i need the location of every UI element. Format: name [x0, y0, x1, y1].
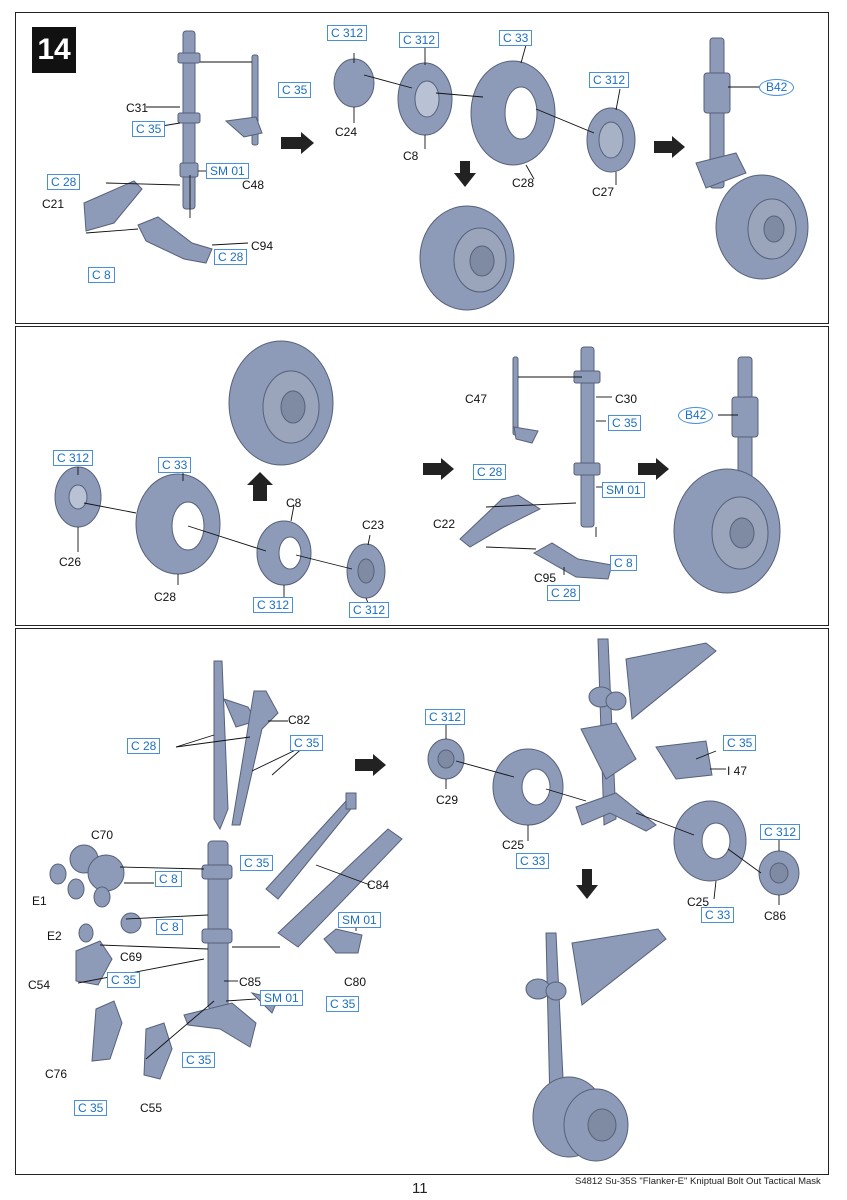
label-c48: C48 — [242, 178, 265, 192]
part-box-c28: C 28 — [47, 174, 81, 190]
part-box-c312: C 312 — [425, 709, 466, 725]
label-c22: C22 — [433, 517, 456, 531]
label-c28: C28 — [512, 176, 535, 190]
footer-product-code: S4812 Su-35S "Flanker-E" Kniptual Bolt O… — [575, 1176, 821, 1187]
step-14-panel-1: 14 — [15, 12, 829, 324]
part-box-c28: C 28 — [214, 249, 248, 265]
part-box-c33: C 33 — [701, 907, 735, 923]
label-i47: I 47 — [727, 764, 748, 778]
label-c25: C25 — [687, 895, 710, 909]
part-box-c312: C 312 — [253, 597, 294, 613]
panel-2-artwork — [54, 340, 781, 604]
label-c23: C23 — [362, 518, 385, 532]
part-box-c8: C 8 — [155, 871, 182, 887]
part-box-c35: C 35 — [240, 855, 274, 871]
label-c21: C21 — [42, 197, 65, 211]
part-box-c312: C 312 — [53, 450, 94, 466]
part-box-c28: C 28 — [127, 738, 161, 754]
part-box-sm01: SM 01 — [206, 163, 249, 179]
label-c25: C25 — [502, 838, 525, 852]
page-number: 11 — [412, 1180, 428, 1197]
part-box-c33: C 33 — [158, 457, 192, 473]
label-c54: C54 — [28, 978, 51, 992]
step-14-panel-2: C 312 C26 C 33 C28 C8 C 312 C23 C 312 C4… — [15, 326, 829, 626]
part-box-sm01: SM 01 — [260, 990, 303, 1006]
part-box-c312: C 312 — [760, 824, 801, 840]
label-c80: C80 — [344, 975, 367, 989]
part-box-c33: C 33 — [516, 853, 550, 869]
label-c28: C28 — [154, 590, 177, 604]
part-box-sm01: SM 01 — [338, 912, 381, 928]
label-c8: C8 — [286, 496, 302, 510]
part-box-c8: C 8 — [156, 919, 183, 935]
part-box-c35: C 35 — [74, 1100, 108, 1116]
label-e2: E2 — [47, 929, 62, 943]
part-box-c312: C 312 — [399, 32, 440, 48]
part-box-c312: C 312 — [349, 602, 390, 618]
part-box-c35: C 35 — [723, 735, 757, 751]
label-e1: E1 — [32, 894, 47, 908]
step-number: 14 — [32, 27, 76, 73]
part-box-c28: C 28 — [547, 585, 581, 601]
label-c31: C31 — [126, 101, 149, 115]
part-box-c28: C 28 — [473, 464, 507, 480]
label-c8: C8 — [403, 149, 419, 163]
part-box-sm01: SM 01 — [602, 482, 645, 498]
part-box-c312: C 312 — [589, 72, 630, 88]
label-c76: C76 — [45, 1067, 68, 1081]
part-box-c35: C 35 — [608, 415, 642, 431]
label-c95: C95 — [534, 571, 557, 585]
label-c86: C86 — [764, 909, 787, 923]
step-14-panel-3: C82 C 28 C 35 C70 E1 C 8 C 35 C84 E2 C69… — [15, 628, 829, 1175]
part-box-c35: C 35 — [107, 972, 141, 988]
label-c55: C55 — [140, 1101, 163, 1115]
part-box-c35: C 35 — [290, 735, 324, 751]
label-c69: C69 — [120, 950, 143, 964]
part-box-c8: C 8 — [88, 267, 115, 283]
label-c82: C82 — [288, 713, 311, 727]
panel-3-artwork — [49, 638, 800, 1162]
label-c94: C94 — [251, 239, 274, 253]
part-box-c8: C 8 — [610, 555, 637, 571]
part-box-c35: C 35 — [182, 1052, 216, 1068]
part-box-c312: C 312 — [327, 25, 368, 41]
part-box-c33: C 33 — [499, 30, 533, 46]
label-c84: C84 — [367, 878, 390, 892]
part-box-c35: C 35 — [326, 996, 360, 1012]
callout-b42: B42 — [759, 79, 795, 96]
label-c85: C85 — [239, 975, 262, 989]
part-box-c35: C 35 — [278, 82, 312, 98]
label-c47: C47 — [465, 392, 488, 406]
part-box-c35: C 35 — [132, 121, 166, 137]
callout-b42: B42 — [678, 407, 714, 424]
label-c24: C24 — [335, 125, 358, 139]
label-c26: C26 — [59, 555, 82, 569]
label-c27: C27 — [592, 185, 615, 199]
panel-1-artwork — [83, 30, 809, 311]
label-c70: C70 — [91, 828, 114, 842]
label-c29: C29 — [436, 793, 459, 807]
label-c30: C30 — [615, 392, 638, 406]
